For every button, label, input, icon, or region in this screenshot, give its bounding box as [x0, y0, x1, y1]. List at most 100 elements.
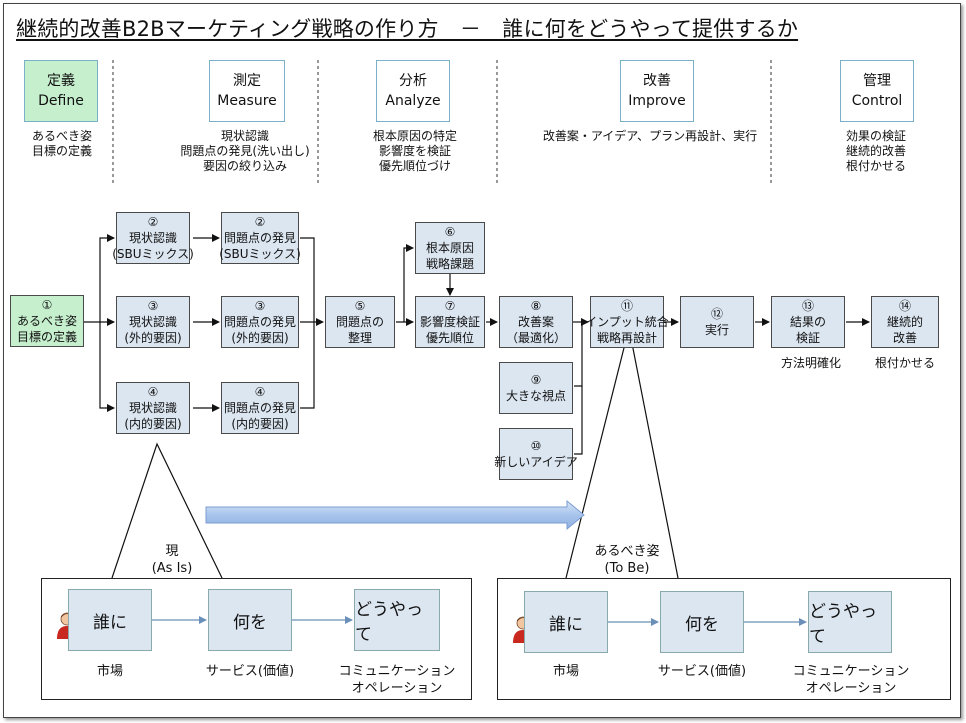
label-line: (As Is) — [151, 561, 193, 576]
node-line: 現状認識 — [128, 401, 177, 415]
big-transition-arrow — [205, 499, 585, 531]
node-line: 現状認識 — [128, 231, 177, 245]
description-line: 根本原因の特定 — [372, 129, 457, 143]
node-line: 問題点の発見 — [223, 315, 296, 329]
service-label: サービス(価値) — [192, 663, 308, 680]
phase-jp-label: 改善 — [643, 73, 671, 89]
label-line: サービス(価値) — [205, 664, 295, 679]
market-label: 市場 — [524, 663, 608, 680]
phase-define-description: あるべき姿 目標の定義 — [14, 129, 110, 159]
description-line: 目標の定義 — [31, 144, 92, 158]
node-2-problem-sbu: ② 問題点の発見 (SBUミックス) — [219, 212, 301, 264]
node-number: ⑫ — [710, 307, 723, 321]
node-number: ⑬ — [801, 299, 814, 313]
node-number: ② — [147, 215, 159, 229]
as-is-label: 現 (As Is) — [130, 543, 214, 577]
node-3-problem-external: ③ 問題点の発見 (外的要因) — [221, 296, 299, 348]
node-line: 問題点の — [335, 315, 384, 329]
node-line: 大きな視点 — [505, 389, 566, 403]
who-box: 誰に — [68, 589, 152, 651]
node-12-execute: ⑫ 実行 — [680, 296, 754, 348]
to-be-label: あるべき姿 (To Be) — [584, 543, 670, 577]
description-line: 根付かせる — [845, 159, 906, 173]
node-line: 改善案 — [517, 315, 554, 329]
description-line: あるべき姿 — [31, 129, 92, 143]
node-line: 現状認識 — [128, 315, 177, 329]
node-line: （最適化） — [505, 331, 566, 345]
label-line: 現 — [165, 544, 179, 559]
phase-analyze: 分析 Analyze — [376, 60, 450, 122]
phase-improve-description: 改善案・アイデア、プラン再設計、実行 — [530, 129, 770, 144]
node-line: (SBUミックス) — [112, 247, 194, 261]
phase-en-label: Measure — [217, 93, 277, 109]
node-line: 検証 — [795, 331, 820, 345]
node-line: 改善 — [892, 331, 917, 345]
node-number: ⑥ — [444, 225, 456, 239]
label-line: オペレーション — [351, 681, 443, 696]
node-line: 目標の定義 — [16, 330, 77, 344]
phase-jp-label: 分析 — [399, 73, 427, 89]
node-number: ④ — [254, 385, 266, 399]
description-line: 効果の検証 — [845, 129, 906, 143]
node-number: ⑩ — [530, 439, 542, 453]
phase-en-label: Control — [851, 93, 903, 109]
node-number: ② — [254, 215, 266, 229]
page-title: 継続的改善B2Bマーケティング戦略の作り方 － 誰に何をどうやって提供するか — [16, 17, 799, 41]
as-is-panel-arrows — [152, 616, 353, 624]
label-line: (To Be) — [604, 561, 650, 576]
what-box: 何を — [660, 591, 744, 653]
as-is-triangle — [111, 442, 223, 579]
node-line: (外的要因) — [231, 331, 289, 345]
phase-improve: 改善 Improve — [620, 60, 694, 122]
node-line: 戦略再設計 — [596, 331, 657, 345]
node-13-verify: ⑬ 結果の 検証 — [771, 296, 845, 348]
phase-define: 定義 Define — [24, 60, 98, 122]
to-be-panel: 誰に 何を どうやって 市場 サービス(価値) コミュニケーション オペレーショ… — [497, 578, 951, 700]
node-2-current-sbu: ② 現状認識 (SBUミックス) — [112, 212, 194, 264]
node-14-continuous: ⑭ 継続的 改善 — [871, 296, 939, 348]
phase-jp-label: 測定 — [233, 73, 261, 89]
node-number: ⑤ — [354, 299, 366, 313]
service-label: サービス(価値) — [644, 663, 760, 680]
communication-label: コミュニケーション オペレーション — [332, 663, 462, 697]
node-line: (内的要因) — [231, 417, 289, 431]
description-line: 影響度を検証 — [378, 144, 451, 158]
as-is-panel: 誰に 何を どうやって 市場 サービス(価値) コミュニケーション オペレーショ… — [41, 578, 472, 700]
node-number: ⑧ — [530, 299, 542, 313]
label-line: オペレーション — [805, 681, 897, 696]
phase-separators — [112, 60, 772, 186]
node-number: ⑭ — [898, 299, 911, 313]
node-number: ⑪ — [620, 299, 633, 313]
phase-analyze-description: 根本原因の特定 影響度を検証 優先順位づけ — [350, 129, 480, 174]
node-line: (SBUミックス) — [219, 247, 301, 261]
description-line: 優先順位づけ — [378, 159, 451, 173]
node-line: 結果の — [789, 315, 826, 329]
node-line: 問題点の発見 — [223, 401, 296, 415]
node-line: 戦略課題 — [425, 257, 474, 271]
to-be-panel-arrows — [608, 618, 807, 626]
node-4-problem-internal: ④ 問題点の発見 (内的要因) — [221, 382, 299, 434]
phase-en-label: Define — [38, 93, 84, 109]
label-line: コミュニケーション — [338, 664, 456, 679]
phase-jp-label: 定義 — [47, 73, 75, 89]
node-line: 実行 — [704, 323, 729, 337]
node-number: ① — [41, 298, 53, 312]
flow-connectors — [84, 234, 870, 455]
node-number: ④ — [147, 385, 159, 399]
node-11-integration: ⑪ インプット統合 戦略再設計 — [585, 296, 669, 348]
node-line: 新しいアイデア — [494, 455, 578, 469]
label-line: あるべき姿 — [594, 544, 660, 559]
what-box: 何を — [208, 589, 292, 651]
node-7-impact-priority: ⑦ 影響度検証 優先順位 — [415, 296, 485, 348]
to-be-triangle — [565, 327, 679, 579]
how-box: どうやって — [354, 589, 440, 651]
node-13-caption: 方法明確化 — [780, 356, 841, 370]
phase-measure-description: 現状認識 問題点の発見(洗い出し) 要因の絞り込み — [160, 129, 330, 174]
outer-frame — [3, 3, 961, 718]
market-label: 市場 — [68, 663, 152, 680]
node-number: ③ — [254, 299, 266, 313]
node-1-goal: ① あるべき姿 目標の定義 — [10, 295, 84, 347]
label-line: 市場 — [96, 664, 123, 679]
node-line: 優先順位 — [425, 331, 474, 345]
